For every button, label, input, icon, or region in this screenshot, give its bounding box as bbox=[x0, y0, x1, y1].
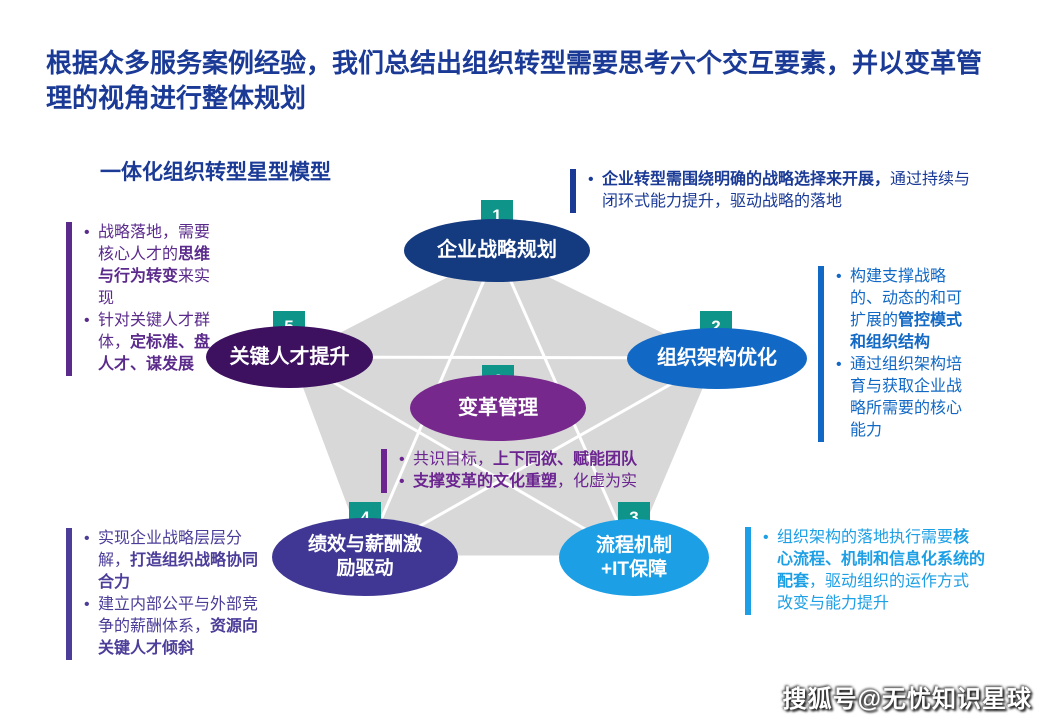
annotation-process-it: 组织架构的落地执行需要核心流程、机制和信息化系统的配套，驱动组织的运作方式改变与… bbox=[745, 527, 985, 615]
annotation-org-structure: 构建支撑战略的、动态的和可扩展的管控模式和组织结构通过组织架构培育与获取企业战略… bbox=[818, 266, 976, 442]
annotation-key-talent: 战略落地，需要核心人才的思维与行为转变来实现针对关键人才群体，定标准、盘人才、谋… bbox=[66, 222, 218, 376]
page-title: 根据众多服务案例经验，我们总结出组织转型需要思考六个交互要素，并以变革管理的视角… bbox=[46, 48, 983, 113]
annotation-strategy: 企业转型需围绕明确的战略选择来开展，通过持续与闭环式能力提升，驱动战略的落地 bbox=[570, 169, 980, 213]
annotation-performance: 实现企业战略层层分解，打造组织战略协同合力建立内部公平与外部竞争的薪酬体系，资源… bbox=[66, 528, 272, 660]
annotation-org-list: 构建支撑战略的、动态的和可扩展的管控模式和组织结构通过组织架构培育与获取企业战略… bbox=[818, 266, 976, 442]
node-enterprise-strategy: 企业战略规划 bbox=[404, 219, 590, 282]
watermark: 搜狐号@无忧知识星球 bbox=[782, 686, 1032, 713]
annotation-strategy-list: 企业转型需围绕明确的战略选择来开展，通过持续与闭环式能力提升，驱动战略的落地 bbox=[570, 169, 980, 213]
annotation-process-list: 组织架构的落地执行需要核心流程、机制和信息化系统的配套，驱动组织的运作方式改变与… bbox=[745, 527, 985, 615]
node-change-management: 变革管理 bbox=[410, 375, 586, 441]
node-key-talent: 关键人才提升 bbox=[206, 326, 373, 388]
annotation-talent-list: 战略落地，需要核心人才的思维与行为转变来实现针对关键人才群体，定标准、盘人才、谋… bbox=[66, 222, 218, 376]
annotation-change-list: 共识目标，上下同欲、赋能团队支撑变革的文化重塑，化虚为实 bbox=[381, 449, 721, 493]
annotation-performance-list: 实现企业战略层层分解，打造组织战略协同合力建立内部公平与外部竞争的薪酬体系，资源… bbox=[66, 528, 272, 660]
node-org-structure: 组织架构优化 bbox=[627, 328, 807, 389]
node-process-it: 流程机制 +IT保障 bbox=[559, 519, 709, 596]
node-performance-incentive: 绩效与薪酬激 励驱动 bbox=[272, 518, 458, 596]
annotation-change-management: 共识目标，上下同欲、赋能团队支撑变革的文化重塑，化虚为实 bbox=[381, 449, 721, 493]
model-subtitle: 一体化组织转型星型模型 bbox=[100, 161, 331, 184]
